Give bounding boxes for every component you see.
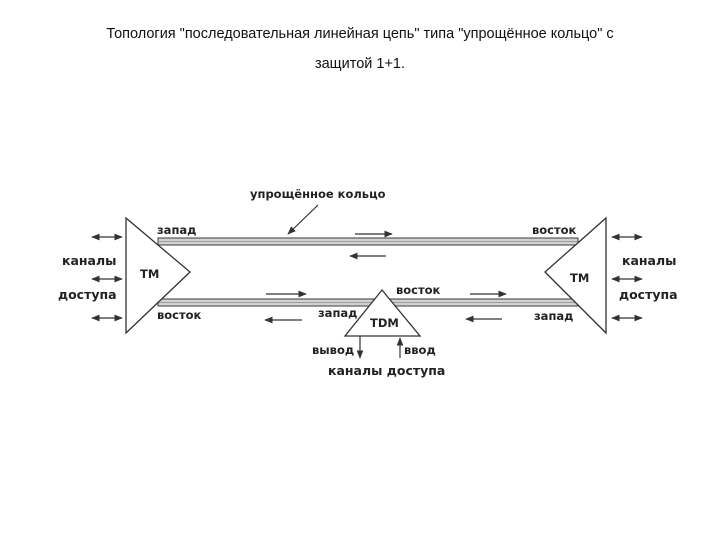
ring-label: упрощённое кольцо: [250, 187, 386, 201]
bottom-access-label: каналы доступа: [328, 363, 445, 378]
middle-node-left-port: запад: [318, 306, 357, 320]
left-node-name: TM: [140, 267, 159, 281]
title-line-2: защитой 1+1.: [314, 56, 406, 72]
right-node-top-port: восток: [532, 223, 577, 237]
left-access-label-line2: доступа: [58, 287, 117, 302]
left-node-top-port: запад: [157, 223, 196, 237]
middle-node-right-port: восток: [396, 283, 441, 297]
ring-label-pointer: [287, 204, 319, 235]
left-tm-node: [125, 216, 191, 335]
right-access-label-line2: доступа: [619, 287, 678, 302]
left-access-label-line1: каналы: [62, 253, 116, 268]
tdm-drop-label: вывод: [312, 343, 354, 357]
left-node-bottom-port: восток: [157, 308, 202, 322]
title-line-1: Топология "последовательная линейная цеп…: [106, 26, 614, 42]
tdm-add-label: ввод: [404, 343, 436, 357]
right-tm-node: [544, 216, 607, 335]
upper-fiber-line: [157, 237, 579, 246]
right-node-name: TM: [570, 271, 589, 285]
right-access-label-line1: каналы: [622, 253, 676, 268]
middle-node-name: TDM: [370, 316, 399, 330]
right-node-bottom-port: запад: [534, 309, 573, 323]
middle-tdm-node: [343, 288, 422, 337]
lower-fiber-line: [157, 298, 579, 307]
